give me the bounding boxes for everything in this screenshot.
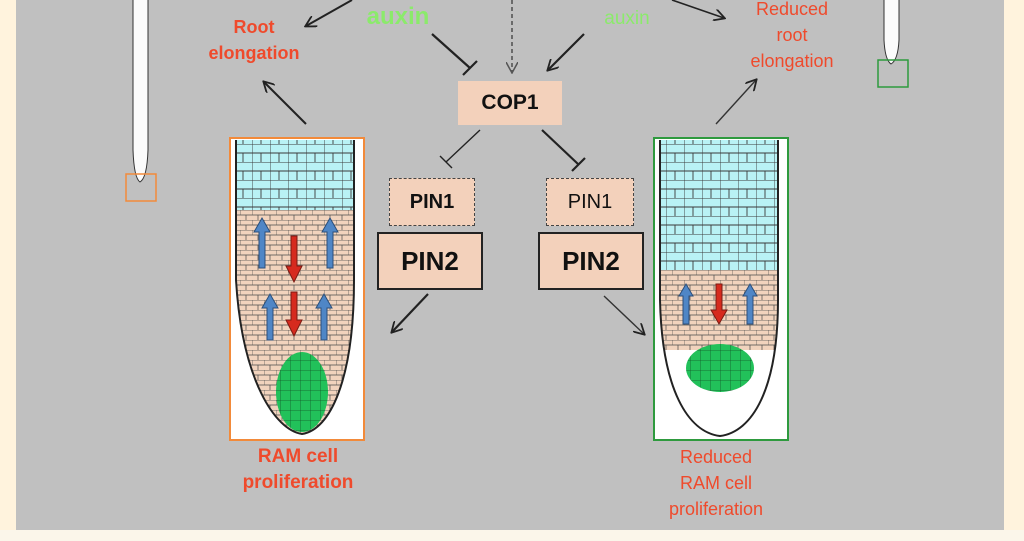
label-auxin-left: auxin bbox=[366, 3, 430, 30]
label-auxin-right: auxin bbox=[604, 8, 650, 29]
root-tip-right bbox=[653, 137, 789, 441]
root-tip-left bbox=[229, 137, 365, 441]
label-reduced-root-elongation: Reduced root elongation bbox=[750, 0, 834, 71]
pin2-right-box: PIN2 bbox=[538, 232, 644, 290]
arrow-to-reduced-root-elongation bbox=[671, 0, 724, 18]
cop1-inhibits-pin1-left bbox=[445, 129, 481, 163]
pin1-right-box: PIN1 bbox=[546, 178, 634, 226]
label-ram-cell-proliferation: RAM cell proliferation bbox=[242, 446, 354, 493]
arrow-tip-to-root-elongation bbox=[264, 82, 307, 125]
arrow-to-root-elongation bbox=[306, 0, 353, 26]
pin1-left-box: PIN1 bbox=[389, 178, 475, 226]
zoom-box-left bbox=[125, 173, 157, 202]
label-reduced-ram-cell-proliferation: Reduced RAM cell proliferation bbox=[668, 447, 764, 519]
auxin-right-arrow bbox=[548, 33, 585, 70]
label-root-elongation: Root elongation bbox=[208, 17, 300, 63]
arrow-pin2-left-to-tip bbox=[392, 293, 429, 332]
zoom-box-right bbox=[877, 59, 909, 88]
auxin-left-inhibition bbox=[431, 33, 471, 69]
arrow-pin2-right-to-tip bbox=[603, 295, 644, 334]
pin2-left-box: PIN2 bbox=[377, 232, 483, 290]
seedling-root-right bbox=[883, 0, 900, 65]
arrow-tip-to-reduced-elongation bbox=[715, 80, 756, 125]
cop1-box: COP1 bbox=[458, 81, 562, 125]
seedling-root-left bbox=[132, 0, 149, 183]
cop1-inhibits-pin1-right bbox=[541, 129, 579, 165]
bottom-strip bbox=[0, 530, 1024, 541]
